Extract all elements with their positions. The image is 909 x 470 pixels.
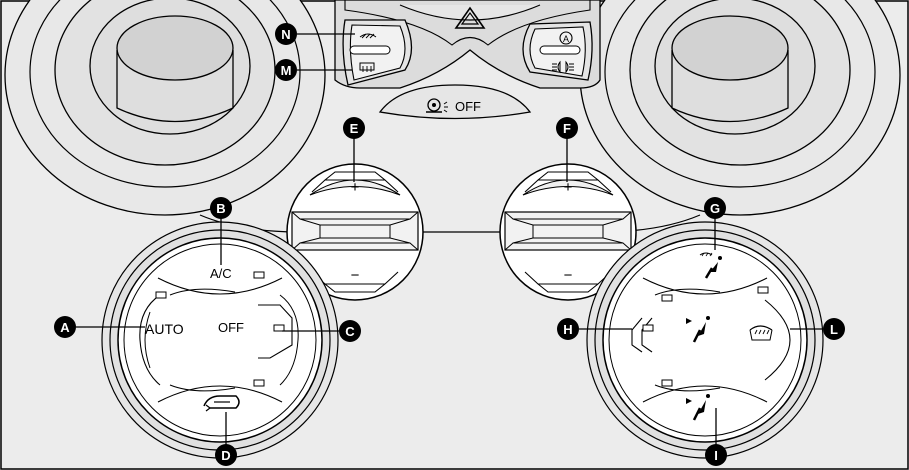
badge-d: D xyxy=(215,444,237,466)
auto-headlight-switch[interactable]: A xyxy=(522,21,593,81)
svg-text:C: C xyxy=(345,324,355,339)
left-air-vent[interactable] xyxy=(4,0,326,216)
svg-text:M: M xyxy=(281,63,292,78)
left-mode-knob xyxy=(101,221,339,459)
recirculation-off-button[interactable]: OFF xyxy=(378,84,532,120)
off-button[interactable]: OFF xyxy=(218,320,244,335)
auto-headlight-icon xyxy=(552,60,574,74)
svg-text:G: G xyxy=(710,201,720,216)
badge-c: C xyxy=(339,320,361,342)
badge-h: H xyxy=(557,318,579,340)
badge-m: M xyxy=(275,59,297,81)
right-mode-knob xyxy=(586,221,824,459)
badge-f: F xyxy=(556,117,578,139)
max-defrost-icon[interactable] xyxy=(749,325,773,341)
svg-text:D: D xyxy=(221,448,230,463)
left-temp-plus[interactable]: + xyxy=(351,179,360,196)
air-recirculation-icon xyxy=(426,98,448,113)
auto-headlight-letter: A xyxy=(563,34,569,44)
badge-l: L xyxy=(823,318,845,340)
ac-button[interactable]: A/C xyxy=(210,266,232,281)
right-air-vent[interactable] xyxy=(579,0,901,216)
badge-g: G xyxy=(704,197,726,219)
svg-text:A: A xyxy=(60,320,70,335)
badge-e: E xyxy=(343,117,365,139)
callout-lines xyxy=(76,33,823,445)
badge-b: B xyxy=(210,197,232,219)
windshield-and-feet-airflow-icon[interactable] xyxy=(699,252,722,279)
face-airflow-icon[interactable] xyxy=(686,316,710,343)
air-recirculation-icon[interactable] xyxy=(203,395,240,412)
hazard-button[interactable] xyxy=(399,4,541,29)
left-temp-display xyxy=(291,211,419,251)
recirculation-off-label: OFF xyxy=(455,99,481,114)
rear-window-defrost-icon xyxy=(359,62,375,72)
defrost-rocker-switch[interactable] xyxy=(342,19,413,86)
badge-a: A xyxy=(54,316,76,338)
feet-airflow-icon[interactable] xyxy=(686,394,710,421)
auto-button[interactable]: AUTO xyxy=(145,321,184,337)
svg-text:N: N xyxy=(281,27,290,42)
svg-text:F: F xyxy=(563,121,571,136)
svg-text:H: H xyxy=(563,322,572,337)
svg-text:L: L xyxy=(830,322,838,337)
right-temp-minus[interactable]: − xyxy=(564,267,573,284)
right-temp-plus[interactable]: + xyxy=(564,179,573,196)
svg-text:I: I xyxy=(714,448,718,463)
windshield-defrost-icon xyxy=(359,33,377,39)
left-temperature-control[interactable]: + − xyxy=(286,163,424,301)
badge-i: I xyxy=(705,444,727,466)
hazard-triangle-icon xyxy=(454,6,486,29)
left-temp-minus[interactable]: − xyxy=(351,267,360,284)
svg-text:B: B xyxy=(216,201,225,216)
right-temp-display xyxy=(504,211,632,251)
badge-n: N xyxy=(275,23,297,45)
svg-text:E: E xyxy=(350,121,359,136)
right-temperature-control[interactable]: + − xyxy=(499,163,637,301)
